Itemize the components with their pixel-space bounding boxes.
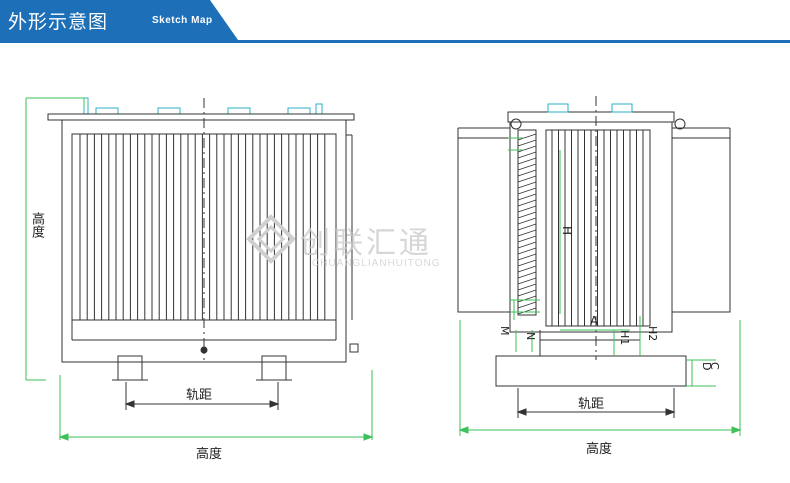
wheel-right [261, 355, 287, 381]
front-width-label: 高度 [196, 447, 223, 462]
fin-line [517, 307, 537, 315]
header-tab [0, 0, 238, 40]
fin-line [517, 277, 537, 285]
fin-line [517, 205, 537, 213]
front-dimensions [25, 97, 374, 441]
side-tank-body [509, 121, 673, 333]
bushing [95, 107, 119, 115]
wheel-left [117, 355, 143, 381]
fin-line [517, 187, 537, 195]
dim-C: C [708, 362, 721, 370]
hatch-lines [517, 133, 537, 315]
section-subtitle: Sketch Map [152, 15, 213, 26]
side-wall-hatch [517, 129, 537, 316]
fin-line [517, 199, 537, 207]
fin-line [517, 229, 537, 237]
fin-line [517, 157, 537, 165]
fin-line [517, 223, 537, 231]
fin-line [517, 253, 537, 261]
watermark-subtext: CHUANGLIANHUITONG [312, 258, 441, 269]
fin-line [517, 295, 537, 303]
dim-A: A [590, 314, 599, 328]
fin-line [517, 163, 537, 171]
bushing [157, 107, 181, 115]
front-rail-label: 轨距 [186, 388, 213, 403]
dim-H2: H2 [646, 326, 659, 342]
side-fins [551, 130, 644, 326]
side-rail-label: 轨距 [578, 397, 605, 412]
fin-line [517, 259, 537, 267]
watermark-text: 创联汇通 [300, 226, 432, 261]
fin-line [517, 145, 537, 153]
tank-lid [47, 113, 355, 121]
fin-line [517, 133, 537, 141]
fin-line [517, 241, 537, 249]
side-radiator-left [457, 137, 511, 313]
front-rail-dimension [124, 382, 280, 410]
bushing [227, 107, 251, 115]
fin-line [517, 151, 537, 159]
fin-line [517, 289, 537, 297]
side-dimensions [458, 137, 742, 436]
fin-line [517, 283, 537, 291]
dim-D: D [700, 362, 713, 371]
section-title: 外形示意图 [8, 11, 109, 33]
bushing [315, 103, 323, 115]
side-view [457, 103, 731, 387]
front-height-label: 高度 [29, 212, 44, 238]
fin-line [517, 235, 537, 243]
fin-line [517, 217, 537, 225]
front-view [47, 97, 359, 381]
fin-line [517, 181, 537, 189]
side-base [495, 355, 687, 387]
fin-line [517, 169, 537, 177]
radiator-fins [79, 134, 326, 320]
dim-M: M [498, 326, 511, 336]
dim-H1: H1 [618, 330, 631, 346]
watermark-logo-icon [246, 214, 296, 264]
side-rail-dimension [516, 388, 676, 418]
side-width-label: 高度 [586, 442, 613, 457]
dim-N: N [524, 332, 537, 341]
side-radiator-right [671, 137, 731, 313]
fin-line [517, 265, 537, 273]
fin-line [517, 247, 537, 255]
fin-line [517, 139, 537, 147]
header-underline [0, 40, 790, 43]
bushing [287, 107, 311, 115]
fin-line [517, 175, 537, 183]
fin-line [517, 211, 537, 219]
section-header: 外形示意图 Sketch Map [0, 0, 790, 46]
fin-line [517, 301, 537, 309]
dim-H: H [560, 226, 574, 236]
fin-line [517, 271, 537, 279]
fin-line [517, 193, 537, 201]
